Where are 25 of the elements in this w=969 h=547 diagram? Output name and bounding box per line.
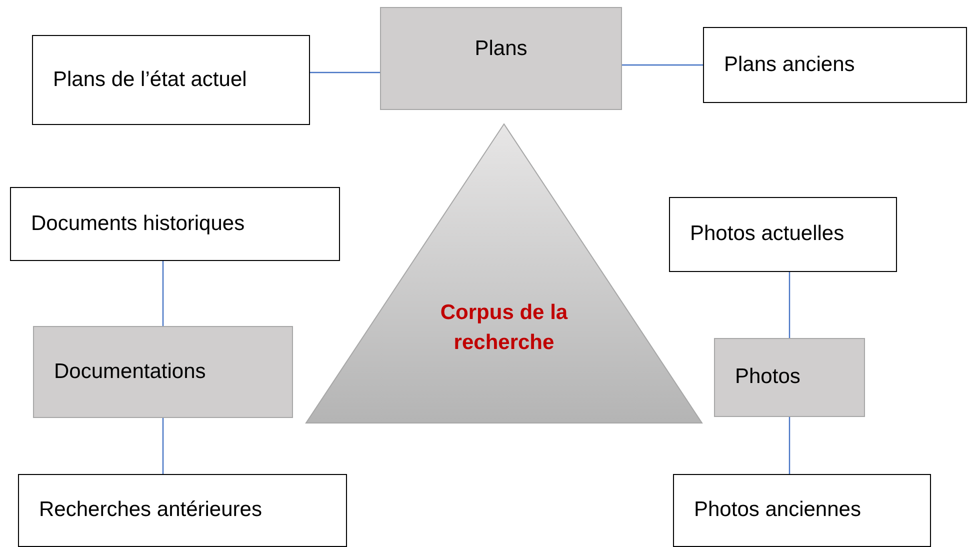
item-box bbox=[32, 35, 310, 125]
box-label: Photos bbox=[735, 364, 800, 390]
connector-line bbox=[622, 64, 703, 66]
item-box bbox=[10, 187, 340, 261]
connector-line bbox=[162, 261, 164, 326]
item-box bbox=[669, 197, 897, 272]
connector-line bbox=[788, 417, 790, 474]
box-label: Recherches antérieures bbox=[39, 497, 262, 524]
item-box bbox=[703, 27, 967, 103]
box-label: Documentations bbox=[54, 358, 206, 385]
connector-line bbox=[788, 272, 790, 338]
connector-line bbox=[162, 418, 164, 474]
box-label: Plans anciens bbox=[724, 52, 855, 78]
connector-line bbox=[310, 72, 380, 74]
category-box bbox=[714, 338, 865, 417]
box-label: Photos anciennes bbox=[694, 497, 861, 524]
triangle-label: Corpus de la recherche bbox=[439, 300, 569, 356]
box-label: Plans de l’état actuel bbox=[53, 66, 247, 93]
box-label: Photos actuelles bbox=[690, 221, 844, 248]
category-box bbox=[380, 7, 622, 110]
item-box bbox=[18, 474, 347, 547]
box-label: Plans bbox=[474, 36, 528, 62]
item-box bbox=[673, 474, 931, 547]
box-label: Documents historiques bbox=[31, 210, 245, 237]
category-box bbox=[33, 326, 293, 418]
